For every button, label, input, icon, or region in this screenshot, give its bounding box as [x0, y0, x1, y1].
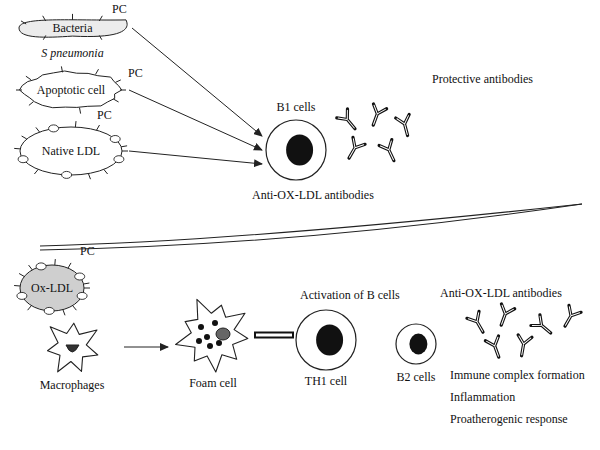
antibody-group	[337, 104, 415, 164]
cell-node: Foam cell	[170, 298, 256, 394]
macro-figure	[37, 318, 107, 376]
pc-tag: PC	[80, 244, 95, 258]
cell-node: Bacteria S pneumonia	[15, 10, 130, 64]
cell-node: B1 cells	[264, 100, 328, 182]
node-label: Bacteria	[53, 21, 93, 35]
foam-figure	[174, 298, 252, 372]
annotation-text: Proatherogenic response	[450, 412, 568, 426]
section-divider	[40, 204, 582, 250]
annotation-text: Anti-OX-LDL antibodies	[440, 286, 562, 300]
contact-bar	[254, 335, 294, 336]
cell-figure	[294, 308, 358, 372]
annotation-text: Anti-OX-LDL antibodies	[252, 188, 374, 202]
pc-tag: PC	[97, 108, 112, 122]
arrow-connector	[129, 151, 262, 164]
cell-node: Ox-LDL	[15, 258, 89, 318]
annotation-text: Immune complex formation	[450, 368, 585, 382]
arrow-connector	[132, 28, 262, 136]
node-label: S pneumonia	[41, 46, 103, 60]
annotation-text: Protective antibodies	[432, 72, 533, 86]
node-label: Apoptotic cell	[37, 83, 105, 97]
arrow-connector	[129, 90, 262, 150]
pc-tag: PC	[128, 66, 143, 80]
cell-node: TH1 cell	[292, 306, 360, 390]
cell-node: Native LDL	[15, 120, 127, 182]
node-label: Macrophages	[40, 378, 105, 392]
node-label: Ox-LDL	[31, 281, 73, 295]
arrow-connector	[124, 347, 168, 348]
cell-figure	[394, 322, 438, 366]
annotation-text: Inflammation	[450, 390, 515, 404]
node-label: Native LDL	[42, 144, 100, 158]
node-label: Foam cell	[189, 376, 237, 390]
cell-figure	[264, 118, 328, 182]
pc-tag: PC	[112, 2, 127, 16]
cell-node: Macrophages	[22, 318, 122, 396]
node-label: B2 cells	[397, 370, 436, 384]
annotation-text: Activation of B cells	[300, 288, 400, 302]
node-label: B1 cells	[277, 100, 316, 114]
node-label: TH1 cell	[305, 374, 347, 388]
antibody-group	[467, 304, 581, 360]
cell-node: B2 cells	[386, 322, 446, 388]
